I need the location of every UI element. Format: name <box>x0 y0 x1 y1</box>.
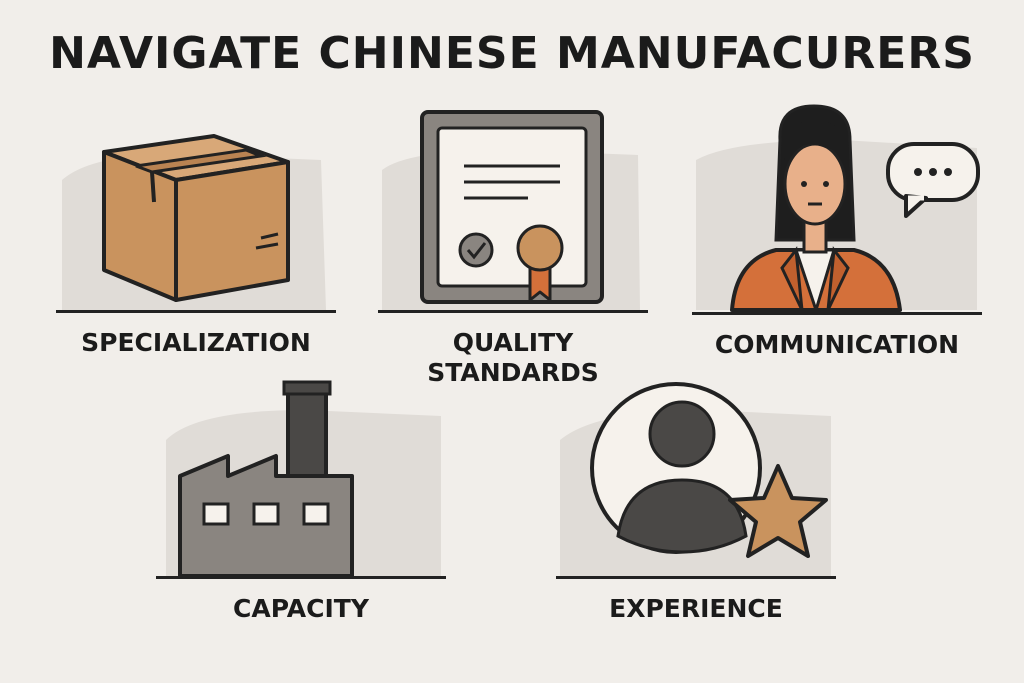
experience-label: EXPERIENCE <box>609 594 783 623</box>
baseline <box>56 310 336 313</box>
specialization-card: SPECIALIZATION <box>56 110 336 380</box>
quality-label-line-2: STANDARDS <box>427 358 599 387</box>
factory-icon <box>166 380 441 578</box>
certificate-icon <box>382 110 640 310</box>
baseline <box>378 310 648 313</box>
person-speech-icon <box>696 104 980 315</box>
communication-label: COMMUNICATION <box>714 330 960 359</box>
quality-standards-card: QUALITY STANDARDS <box>378 110 648 390</box>
capacity-card: CAPACITY <box>156 380 446 630</box>
baseline <box>556 576 836 579</box>
specialization-label: SPECIALIZATION <box>81 328 311 357</box>
experience-card: EXPERIENCE <box>556 380 836 630</box>
page-title: NAVIGATE CHINESE MANUFACURERS <box>49 28 975 79</box>
user-star-icon <box>560 382 831 576</box>
capacity-label: CAPACITY <box>233 594 369 623</box>
baseline <box>692 312 982 315</box>
communication-card: COMMUNICATION <box>692 100 982 380</box>
quality-label-line-1: QUALITY <box>452 328 574 357</box>
box-icon <box>62 134 326 310</box>
baseline <box>156 576 446 579</box>
